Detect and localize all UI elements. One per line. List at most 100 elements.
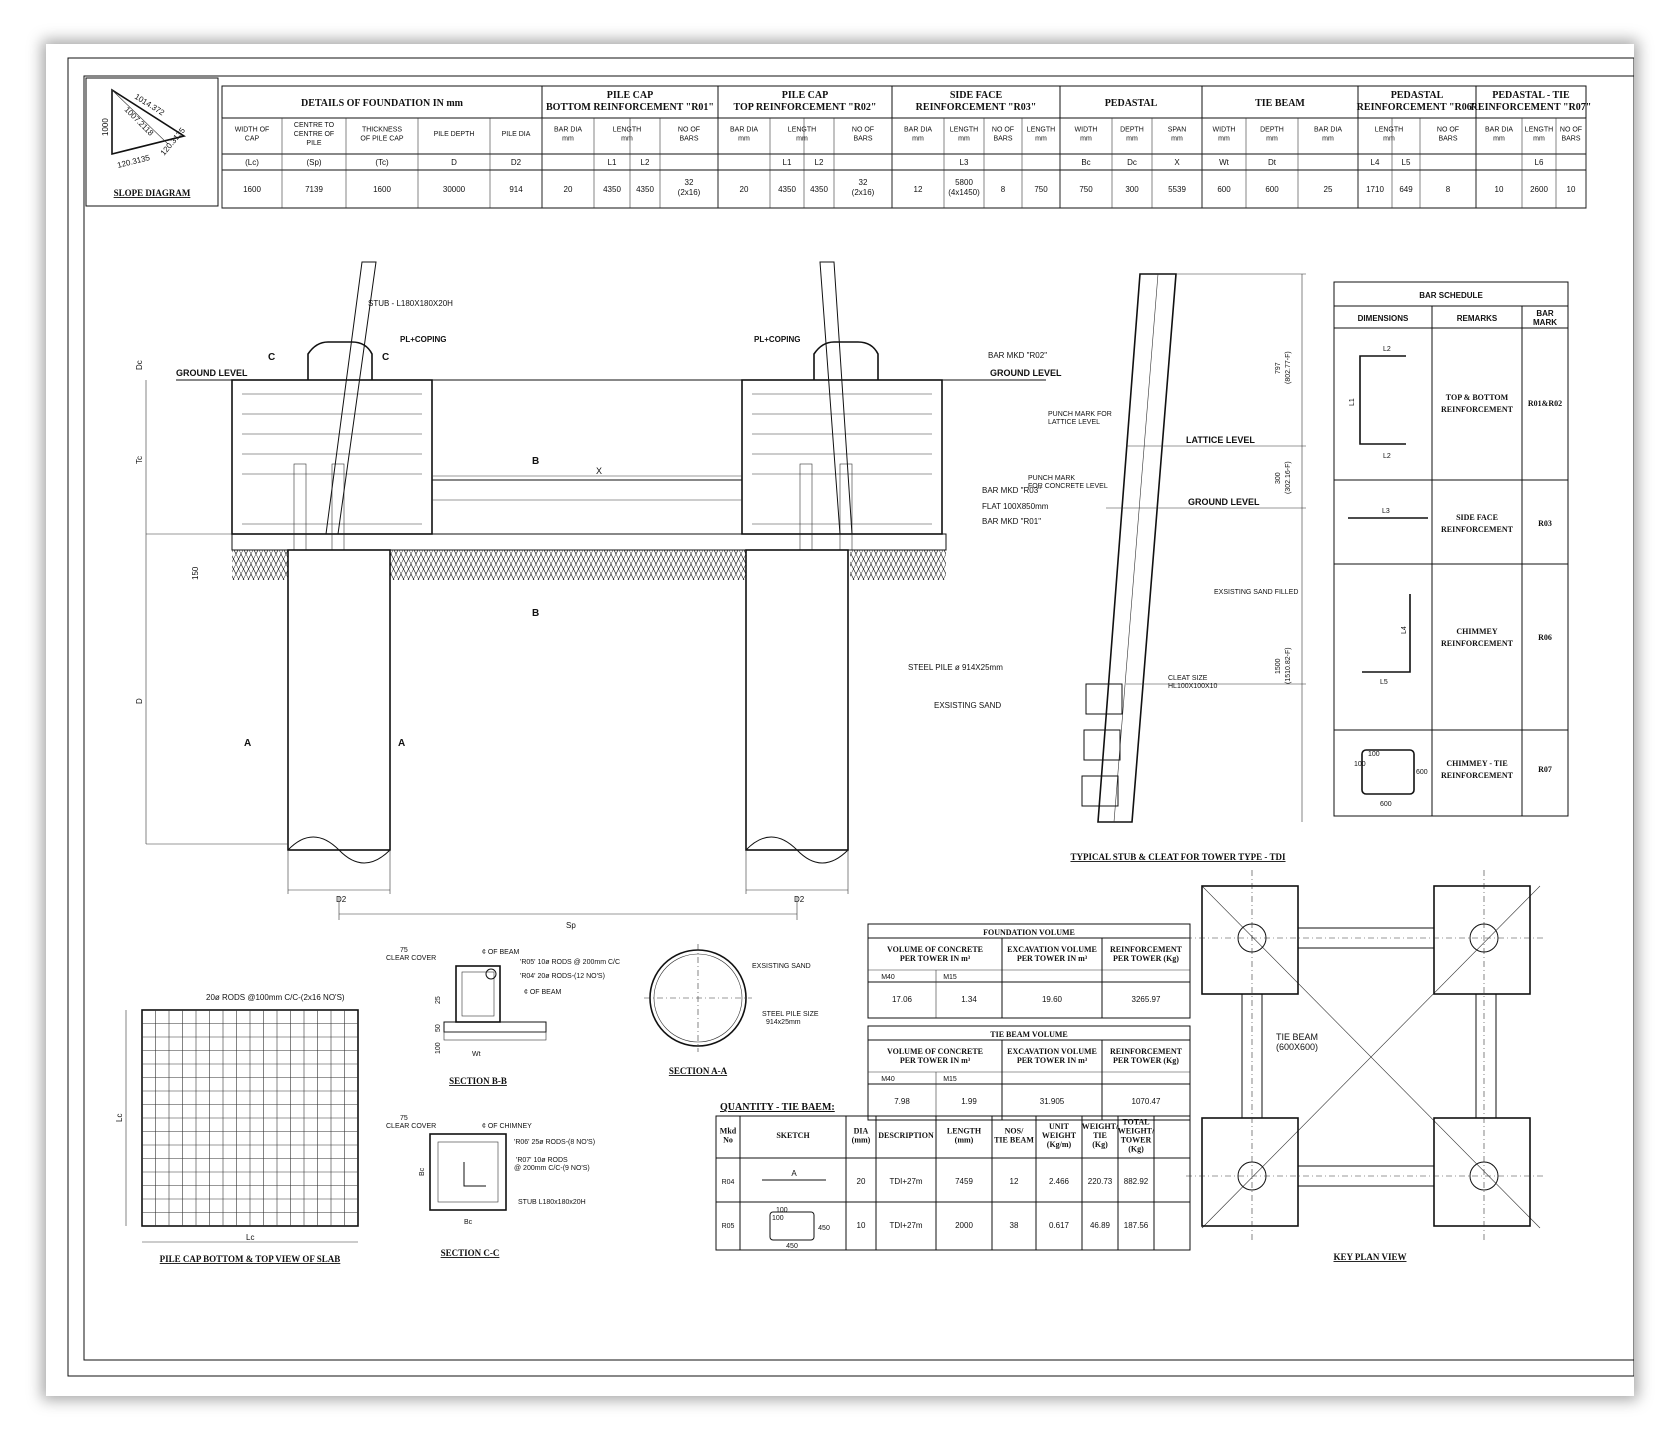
sub-header-18-1: mm (1218, 136, 1230, 143)
bb-cover: CLEAR COVER (386, 955, 436, 962)
bs-r2-d1: L3 (1382, 508, 1390, 515)
sub-header-5-1: mm (562, 136, 574, 143)
sub-header-8-0: BAR DIA (730, 127, 758, 134)
group-r02-a: PILE CAP (782, 90, 828, 101)
section-b-marker: B (532, 456, 539, 467)
value-23: 600 (1217, 185, 1231, 194)
section-bb: 75 CLEAR COVER ¢ OF BEAM 'R05' 10ø RODS … (386, 947, 620, 1086)
sp-label: Sp (566, 921, 576, 930)
bb-r04: 'R04' 20ø RODS-(12 NO'S) (520, 973, 605, 980)
sub-header-11-0: BAR DIA (904, 127, 932, 134)
bb-wt: Wt (472, 1051, 481, 1058)
tv-v0: 7.98 (894, 1097, 910, 1106)
q-head-7-0: WEIGHT/ (1082, 1122, 1119, 1131)
value-4: 914 (509, 185, 523, 194)
ground-level-label: GROUND LEVEL (176, 368, 248, 378)
sub-header-15-0: WIDTH (1075, 127, 1098, 134)
sub-header-14-0: LENGTH (1027, 127, 1055, 134)
q-head-7-2: (Kg) (1092, 1140, 1108, 1149)
value-11: 4350 (778, 185, 796, 194)
q-r0-length: 7459 (955, 1177, 973, 1186)
value-24: 600 (1265, 185, 1279, 194)
pl-coping-label-right: PL+COPING (754, 335, 800, 344)
q-r0-mkd: R04 (722, 1179, 735, 1186)
symbol-11: L2 (815, 158, 824, 167)
bb-d50: 50 (435, 1024, 442, 1032)
bs-r1-rem1: TOP & BOTTOM (1446, 393, 1509, 402)
bb-d25: 25 (435, 996, 442, 1004)
bs-r4-mark: R07 (1538, 765, 1552, 774)
value-25: 25 (1324, 185, 1333, 194)
symbol-17: Bc (1081, 158, 1090, 167)
steel-pile-label: STEEL PILE ø 914X25mm (908, 663, 1003, 672)
fv-v3: 3265.97 (1132, 995, 1161, 1004)
lattice-level-label: LATTICE LEVEL (1186, 435, 1255, 445)
value-12: 4350 (810, 185, 828, 194)
value-31: 10 (1567, 185, 1576, 194)
quantity-title: QUANTITY - TIE BAEM: (720, 1102, 835, 1113)
group-r03-a: SIDE FACE (950, 90, 1003, 101)
q-head-8-1: WEIGHT/ (1118, 1127, 1155, 1136)
stub-label: STUB - L180X180X20H (368, 299, 453, 308)
value-27: 649 (1399, 185, 1413, 194)
ground-level-label-right: GROUND LEVEL (990, 368, 1062, 378)
lc-label-h: Lc (246, 1233, 254, 1242)
cc-cover: CLEAR COVER (386, 1123, 436, 1130)
sub-header-19-1: mm (1266, 136, 1278, 143)
dim3-b: (1510.82-F) (1285, 647, 1292, 684)
bs-r1-d1: L2 (1383, 346, 1391, 353)
stub-cleat-detail: PUNCH MARK FOR LATTICE LEVEL PUNCH MARK … (1028, 273, 1306, 862)
symbol-21: Dt (1268, 158, 1277, 167)
sub-header-22-0: NO OF (1437, 127, 1459, 134)
symbol-14: L3 (960, 158, 969, 167)
bs-r2-rem2: REINFORCEMENT (1441, 525, 1514, 534)
sub-header-14-1: mm (1035, 136, 1047, 143)
sub-header-23-1: mm (1493, 136, 1505, 143)
q-head-8-2: TOWER (1121, 1136, 1152, 1145)
cc-stub: STUB L180x180x20H (518, 1199, 586, 1206)
bs-r4-rem2: REINFORCEMENT (1441, 771, 1514, 780)
group-pedastal: PEDASTAL (1105, 98, 1158, 109)
value-9: (2x16) (678, 188, 701, 197)
x-dim-label: X (596, 466, 602, 476)
value-26: 1710 (1366, 185, 1384, 194)
bs-r1-mark: R01&R02 (1528, 399, 1562, 408)
d150-dim-label: 150 (191, 566, 200, 580)
value-17: (4x1450) (948, 188, 980, 197)
bar-schedule-title: BAR SCHEDULE (1419, 291, 1483, 300)
cleat-size-2: HL100X100X10 (1168, 683, 1218, 690)
bs-r1-d3: L2 (1383, 453, 1391, 460)
bs-r1-d2: L1 (1349, 398, 1356, 406)
bs-r3-d2: L5 (1380, 679, 1388, 686)
q-head-2-0: DIA (854, 1127, 869, 1136)
q-r0-total: 882.92 (1124, 1177, 1149, 1186)
tv-h1b: PER TOWER IN m³ (1017, 1056, 1088, 1065)
fv-v2: 19.60 (1042, 995, 1063, 1004)
value-7: 4350 (636, 185, 654, 194)
d2-label: D2 (336, 895, 347, 904)
punch-concrete-1: PUNCH MARK (1028, 475, 1075, 482)
symbol-2: (Tc) (375, 158, 389, 167)
q-r1-s1: 100 (772, 1215, 784, 1222)
q-r1-mkd: R05 (722, 1223, 735, 1230)
dimensions-header: DIMENSIONS (1358, 314, 1409, 323)
symbol-18: Dc (1127, 158, 1137, 167)
section-c-marker-right: C (382, 352, 389, 363)
sub-header-9-0: LENGTH (788, 127, 816, 134)
tv-grade1: M15 (943, 1076, 957, 1083)
bb-cl-beam: ¢ OF BEAM (482, 949, 520, 956)
value-3: 30000 (443, 185, 466, 194)
q-r0-weight: 220.73 (1088, 1177, 1113, 1186)
sub-header-13-1: BARS (993, 136, 1012, 143)
symbol-7: L2 (641, 158, 650, 167)
section-b-marker-bottom: B (532, 608, 539, 619)
drawing-canvas: 1014.372 1007.2118 1000 120.3135 120.313… (67, 57, 1634, 1377)
dim1-a: 797 (1275, 362, 1282, 374)
fv-grade0: M40 (881, 974, 895, 981)
q-head-0-0: Mkd (720, 1127, 737, 1136)
value-21: 300 (1125, 185, 1139, 194)
cc-bc-v: Bc (419, 1167, 426, 1176)
value-29: 10 (1495, 185, 1504, 194)
